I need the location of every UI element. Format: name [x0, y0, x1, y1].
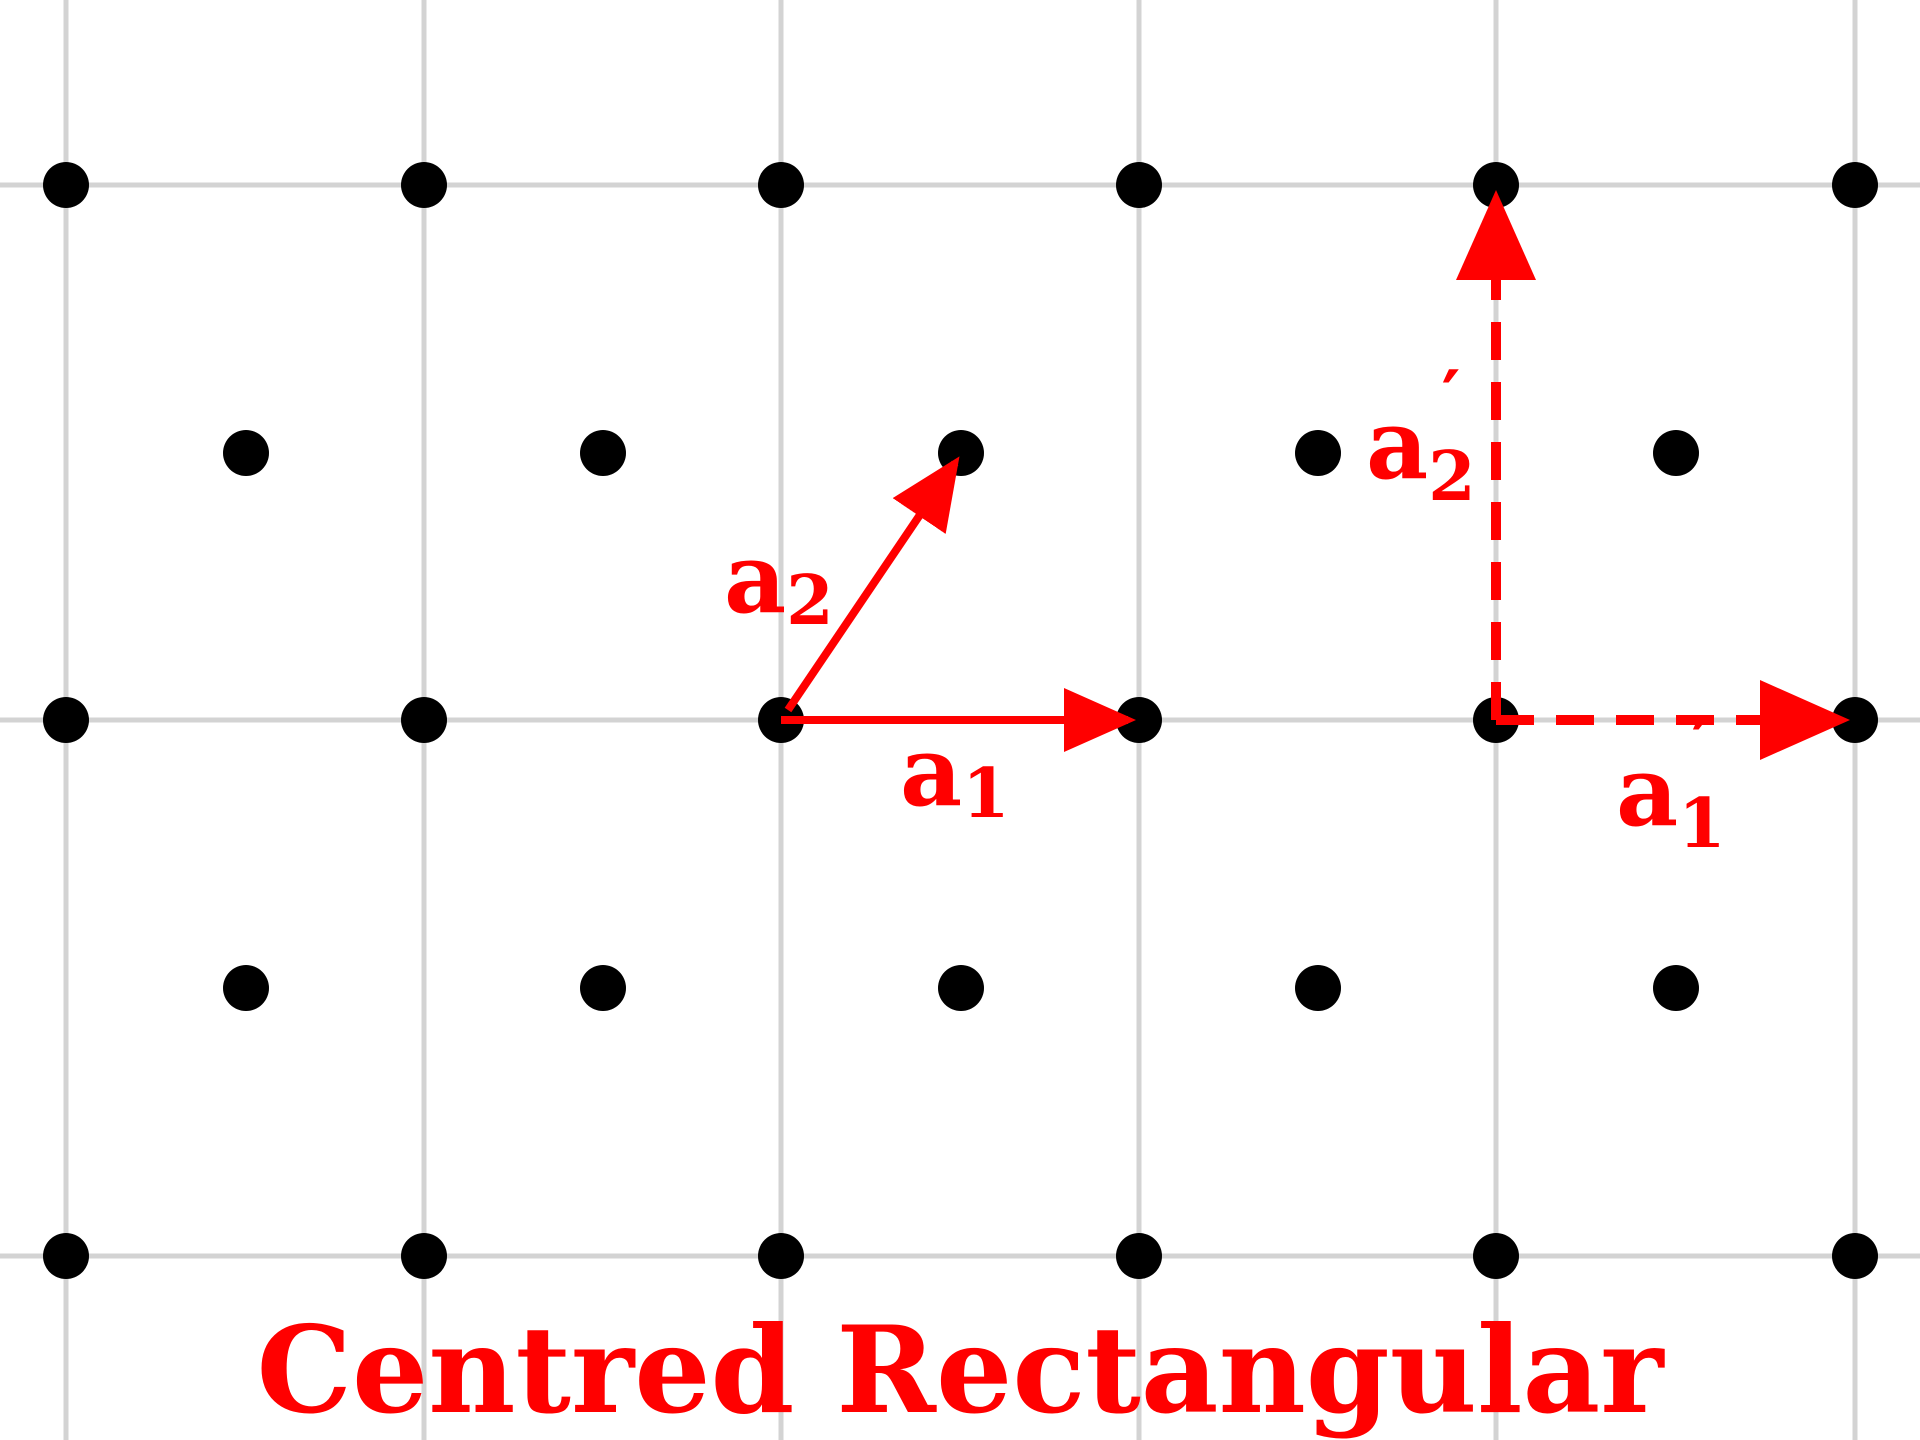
corner-lattice-point: [758, 162, 804, 208]
centred-lattice-point: [1653, 430, 1699, 476]
corner-lattice-point: [43, 1233, 89, 1279]
lattice-points: [43, 162, 1878, 1279]
corner-lattice-point: [1832, 1233, 1878, 1279]
centred-lattice-point: [938, 965, 984, 1011]
corner-lattice-point: [758, 1233, 804, 1279]
corner-lattice-point: [1832, 697, 1878, 743]
primitive-vectors: [781, 456, 1136, 752]
corner-lattice-point: [1116, 162, 1162, 208]
centred-lattice-point: [1295, 430, 1341, 476]
label-a1-prime: a1′: [1616, 701, 1726, 864]
label-a2-prime: a2′: [1366, 354, 1476, 517]
centred-lattice-point: [580, 430, 626, 476]
vector-a2-arrow: [784, 456, 960, 713]
corner-lattice-point: [401, 1233, 447, 1279]
corner-lattice-point: [1116, 1233, 1162, 1279]
centred-lattice-point: [223, 965, 269, 1011]
corner-lattice-point: [401, 697, 447, 743]
conventional-vectors: [1456, 190, 1850, 760]
centred-lattice-point: [1653, 965, 1699, 1011]
centred-lattice-point: [1295, 965, 1341, 1011]
corner-lattice-point: [1473, 162, 1519, 208]
label-a1: a1: [900, 715, 1010, 834]
centred-lattice-point: [938, 430, 984, 476]
diagram-title: Centred Rectangular: [256, 1300, 1665, 1440]
corner-lattice-point: [43, 162, 89, 208]
corner-lattice-point: [401, 162, 447, 208]
centred-lattice-point: [223, 430, 269, 476]
corner-lattice-point: [1832, 162, 1878, 208]
corner-lattice-point: [1473, 1233, 1519, 1279]
centred-lattice-point: [580, 965, 626, 1011]
vector-labels: a1 a2 a1′ a2′: [724, 354, 1726, 864]
corner-lattice-point: [43, 697, 89, 743]
label-a2: a2: [724, 522, 834, 641]
